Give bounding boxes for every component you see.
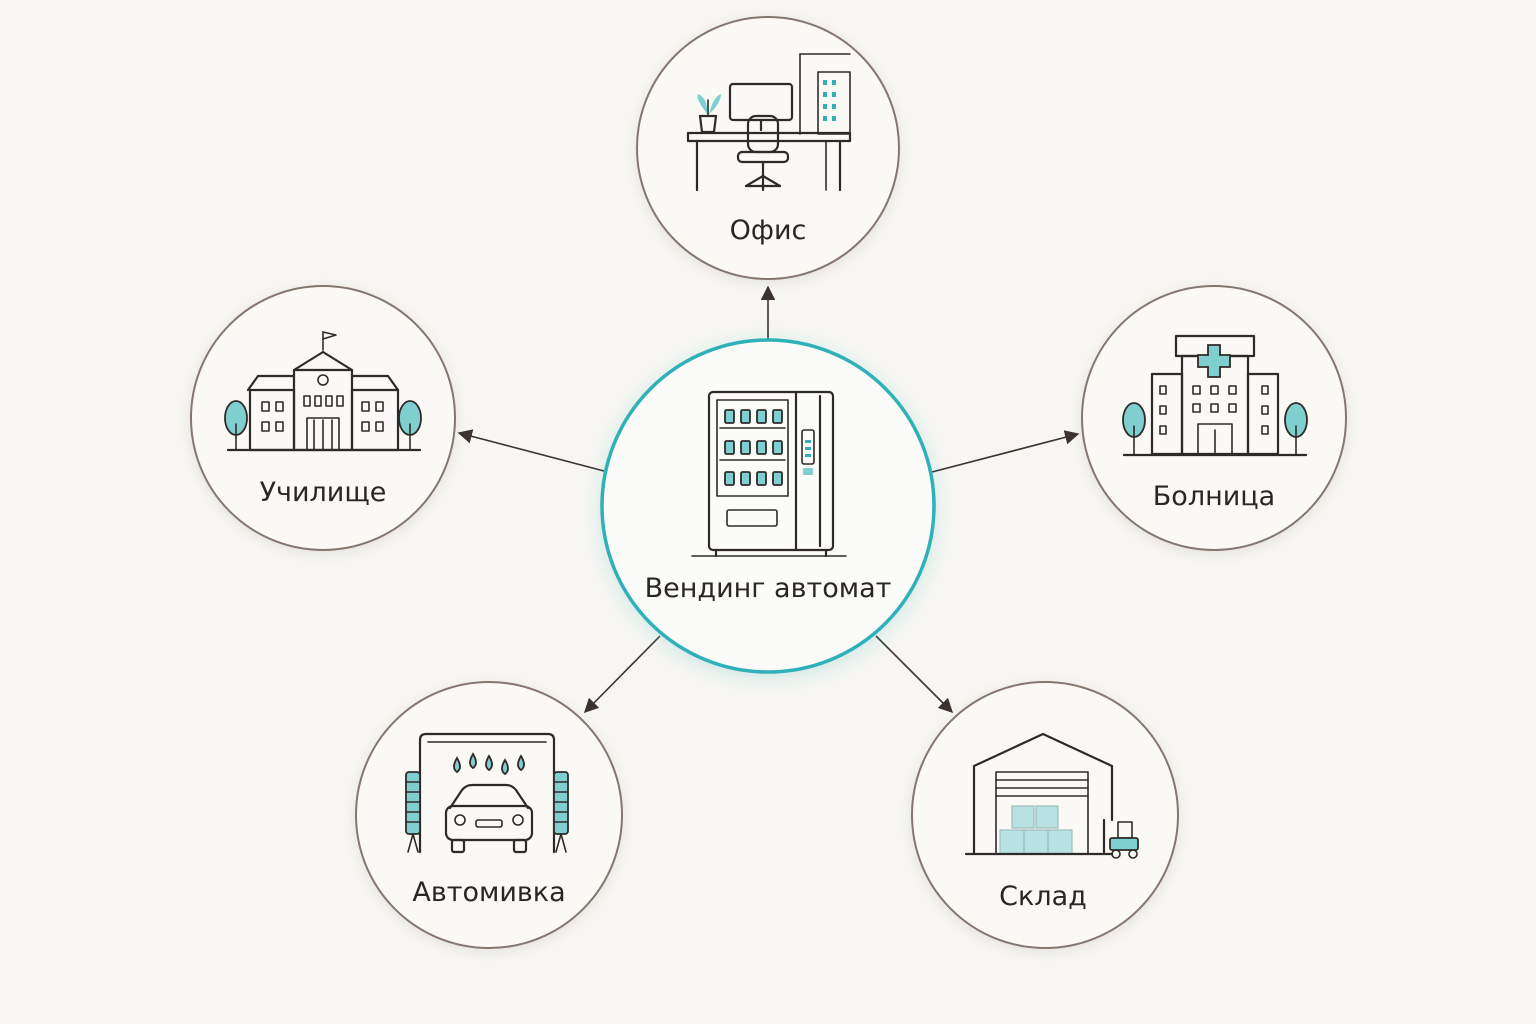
office-label: Офис — [730, 215, 807, 246]
node-school[interactable]: Училище — [190, 285, 456, 551]
school-label: Училище — [260, 477, 387, 508]
arrow-to-carwash — [583, 635, 661, 714]
node-warehouse[interactable]: Склад — [911, 681, 1179, 949]
hospital-label: Болница — [1153, 481, 1275, 512]
node-carwash[interactable]: Автомивка — [355, 681, 623, 949]
arrow-to-hospital — [931, 430, 1080, 473]
hospital-icon — [1122, 334, 1308, 457]
vending-machine-icon — [691, 390, 847, 558]
connector-arrows — [457, 285, 1080, 714]
warehouse-label: Склад — [999, 881, 1087, 912]
carwash-label: Автомивка — [412, 877, 565, 908]
arrow-to-warehouse — [875, 635, 954, 714]
arrow-to-school — [457, 429, 605, 472]
center-node[interactable]: Вендинг автомат — [600, 338, 936, 674]
car-wash-icon — [405, 732, 569, 854]
office-desk-icon — [686, 53, 852, 192]
school-icon — [224, 331, 422, 452]
node-office[interactable]: Офис — [636, 16, 900, 280]
center-label: Вендинг автомат — [645, 573, 892, 604]
node-hospital[interactable]: Болница — [1081, 285, 1347, 551]
warehouse-icon — [964, 732, 1139, 859]
